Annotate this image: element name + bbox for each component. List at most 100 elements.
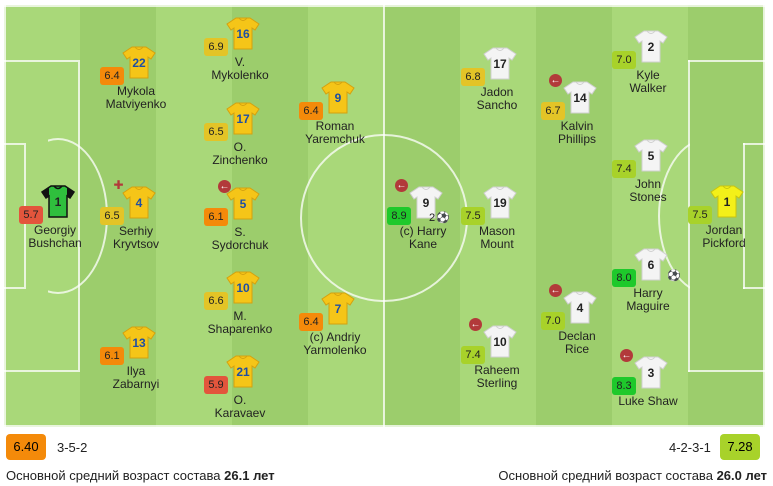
pitch-line: [4, 5, 6, 427]
player-zinchenko[interactable]: 17 6.5 O. Zinchenko: [190, 101, 290, 181]
goal-area-line: [743, 143, 745, 289]
player-name: O. Karavaev: [214, 393, 266, 420]
player-rating-badge: 7.5: [461, 207, 485, 225]
player-mykolenko[interactable]: 16 6.9 V. Mykolenko: [190, 16, 290, 96]
player-name: Ilya Zabarnyi: [112, 364, 160, 391]
jersey-icon: [226, 354, 260, 392]
jersey-icon: [122, 185, 156, 223]
shirt-number: 5: [239, 197, 247, 211]
jersey-icon: [226, 16, 260, 54]
player-rice[interactable]: 4 7.0 Declan Rice←: [527, 284, 627, 370]
player-sancho[interactable]: 17 6.8 Jadon Sancho: [447, 46, 547, 126]
shirt-number: 10: [236, 281, 250, 295]
player-matviyenko[interactable]: 22 6.4 Mykola Matviyenko: [86, 45, 186, 125]
home-team-rating-badge: 6.40: [6, 434, 46, 460]
player-name: Harry Maguire: [626, 286, 670, 313]
away-average-age: Основной средний возраст состава 26.0 ле…: [498, 468, 767, 483]
player-name: Kalvin Phillips: [557, 119, 596, 146]
pitch-stripe: [536, 5, 612, 427]
player-name: Kyle Walker: [629, 68, 667, 95]
player-kane[interactable]: 9 8.9 (c) Harry Kane←2⚽: [373, 179, 473, 265]
player-name: (c) Harry Kane: [399, 224, 447, 251]
player-name: Raheem Sterling: [474, 363, 520, 390]
player-name: Declan Rice: [558, 329, 596, 356]
player-zabarnyi[interactable]: 13 6.1 Ilya Zabarnyi: [86, 325, 186, 405]
player-bushchan[interactable]: 1 5.7 Georgiy Bushchan: [5, 184, 105, 264]
substitution-out-icon: ←: [218, 180, 231, 193]
player-rating-badge: 6.5: [100, 207, 124, 225]
substitution-out-icon: ←: [620, 349, 633, 362]
player-yarmolenko[interactable]: 7 6.4 (c) Andriy Yarmolenko: [285, 291, 385, 371]
player-rating-badge: 7.5: [688, 206, 712, 224]
player-mount[interactable]: 19 7.5 Mason Mount: [447, 185, 547, 265]
goal-area-line: [743, 143, 765, 145]
player-shaparenko[interactable]: 10 6.6 M. Shaparenko: [190, 270, 290, 350]
shirt-number: 17: [493, 57, 507, 71]
goal-area-line: [4, 143, 24, 145]
shirt-number: 21: [236, 365, 250, 379]
goal-indicator: ⚽: [666, 269, 681, 282]
player-rating-badge: 6.4: [100, 67, 124, 85]
substitution-out-icon: ←: [469, 318, 482, 331]
shirt-number: 9: [334, 91, 342, 105]
shirt-number: 2: [647, 40, 655, 54]
player-name: Roman Yaremchuk: [305, 119, 365, 146]
player-pickford[interactable]: 1 7.5 Jordan Pickford: [674, 184, 773, 264]
player-rating-badge: 6.8: [461, 68, 485, 86]
shirt-number: 6: [647, 258, 655, 272]
player-rating-badge: 6.9: [204, 38, 228, 56]
player-walker[interactable]: 2 7.0 Kyle Walker: [598, 29, 698, 109]
player-rating-badge: 6.4: [299, 313, 323, 331]
player-rating-badge: 6.5: [204, 123, 228, 141]
home-age-value: 26.1 лет: [224, 468, 275, 483]
jersey-icon: [122, 325, 156, 363]
shirt-number: 1: [54, 195, 62, 209]
home-average-age: Основной средний возраст состава 26.1 ле…: [6, 468, 275, 483]
player-karavaev[interactable]: 21 5.9 O. Karavaev: [190, 354, 290, 434]
player-rating-badge: 5.7: [19, 206, 43, 224]
player-name: M. Shaparenko: [207, 309, 273, 336]
player-name: V. Mykolenko: [211, 55, 269, 82]
player-sydorchuk[interactable]: 5 6.1 S. Sydorchuk←: [190, 180, 290, 266]
player-sterling[interactable]: 10 7.4 Raheem Sterling←: [447, 318, 547, 404]
player-phillips[interactable]: 14 6.7 Kalvin Phillips←: [527, 74, 627, 160]
player-name: Mykola Matviyenko: [105, 84, 167, 111]
player-name: Georgiy Bushchan: [28, 223, 82, 250]
shirt-number: 14: [573, 91, 587, 105]
jersey-icon: [41, 184, 75, 222]
player-name: (c) Andriy Yarmolenko: [303, 330, 367, 357]
player-name: Serhiy Kryvtsov: [112, 224, 159, 251]
player-kryvtsov[interactable]: 4 6.5 Serhiy Kryvtsov✚: [86, 179, 186, 265]
shirt-number: 5: [647, 149, 655, 163]
player-maguire[interactable]: 6 8.0 Harry Maguire⚽: [598, 247, 698, 327]
home-formation: 3-5-2: [57, 440, 88, 455]
goal-area-line: [743, 287, 765, 289]
player-name: Jordan Pickford: [702, 223, 746, 250]
shirt-number: 7: [334, 302, 342, 316]
player-stones[interactable]: 5 7.4 John Stones: [598, 138, 698, 218]
penalty-area-line: [4, 60, 78, 62]
player-name: John Stones: [629, 177, 667, 204]
substitution-out-icon: ←: [395, 179, 408, 192]
shirt-number: 3: [647, 366, 655, 380]
player-yaremchuk[interactable]: 9 6.4 Roman Yaremchuk: [285, 80, 385, 160]
player-rating-badge: 8.3: [612, 377, 636, 395]
away-age-value: 26.0 лет: [716, 468, 767, 483]
jersey-icon: [563, 290, 597, 328]
player-name: S. Sydorchuk: [211, 225, 269, 252]
jersey-icon: [634, 138, 668, 176]
jersey-icon: [226, 101, 260, 139]
jersey-icon: [634, 247, 668, 285]
player-rating-badge: 7.4: [461, 346, 485, 364]
shirt-number: 4: [135, 196, 143, 210]
player-shaw[interactable]: 3 8.3 Luke Shaw←: [598, 349, 698, 435]
home-age-label: Основной средний возраст состава: [6, 468, 221, 483]
shirt-number: 22: [132, 56, 146, 70]
jersey-icon: [122, 45, 156, 83]
jersey-icon: [483, 185, 517, 223]
away-team-rating-badge: 7.28: [720, 434, 760, 460]
penalty-area-line: [4, 370, 78, 372]
player-rating-badge: 5.9: [204, 376, 228, 394]
shirt-number: 1: [723, 195, 731, 209]
player-rating-badge: 7.0: [612, 51, 636, 69]
